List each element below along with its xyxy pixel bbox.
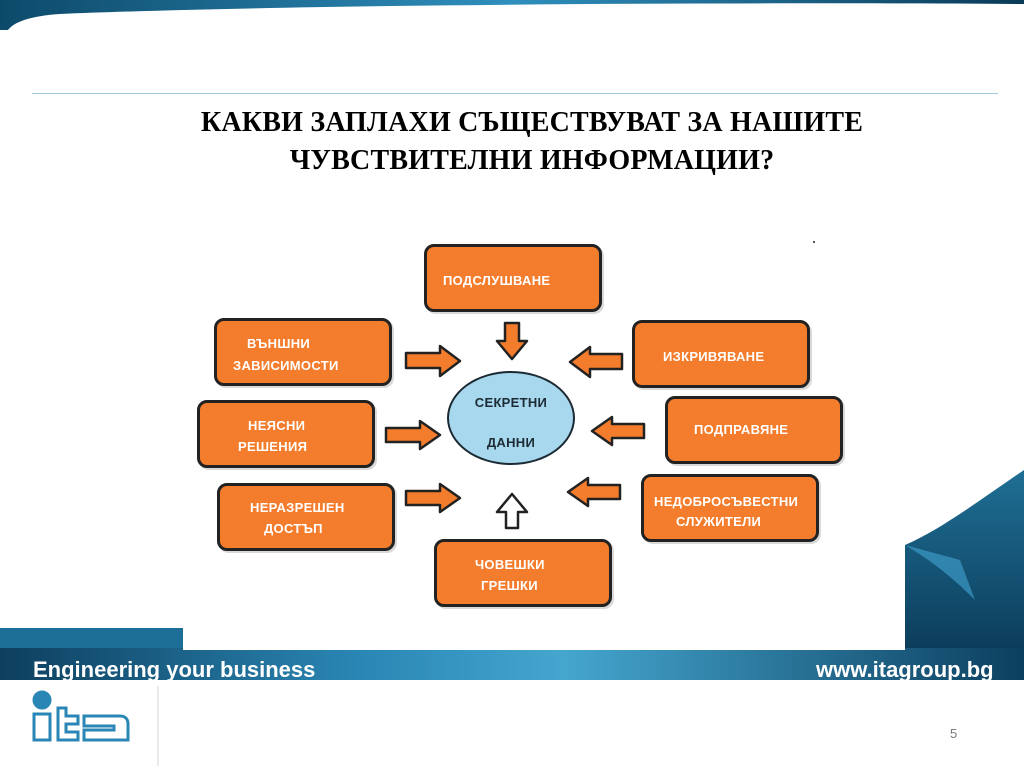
node-label: ИЗКРИВЯВАНЕ <box>663 349 765 364</box>
center-label-line-1: СЕКРЕТНИ <box>474 395 548 410</box>
node-label-line-1: НЕДОБРОСЪВЕСТНИ <box>654 494 799 509</box>
title-divider <box>32 93 998 94</box>
center-node-secret-data: СЕКРЕТНИ ДАННИ <box>447 371 575 465</box>
node-label-line-1: ЧОВЕШКИ <box>475 557 545 572</box>
node-human-errors: ЧОВЕШКИ ГРЕШКИ <box>434 539 612 607</box>
node-distortion: ИЗКРИВЯВАНЕ <box>632 320 810 388</box>
node-label: ПОДПРАВЯНЕ <box>694 422 789 437</box>
node-tampering: ПОДПРАВЯНЕ <box>665 396 843 464</box>
title-line-2: ЧУВСТВИТЕЛНИ ИНФОРМАЦИИ? <box>289 145 775 176</box>
node-label-line-2: ЗАВИСИМОСТИ <box>233 358 339 373</box>
node-label-line-2: РЕШЕНИЯ <box>238 439 308 454</box>
slide-title: КАКВИ ЗАПЛАХИ СЪЩЕСТВУВАТ ЗА НАШИТЕ ЧУВС… <box>100 104 964 180</box>
node-label: ПОДСЛУШВАНЕ <box>443 273 551 288</box>
footer-website: www.itagroup.bg <box>816 657 994 682</box>
node-unauthorized-access: НЕРАЗРЕШЕН ДОСТЪП <box>217 483 395 551</box>
page-number: 5 <box>950 726 958 741</box>
node-label-line-1: ВЪНШНИ <box>247 336 311 351</box>
ita-logo-icon <box>32 690 130 742</box>
node-label-line-2: ГРЕШКИ <box>481 578 538 593</box>
node-label-line-2: СЛУЖИТЕЛИ <box>676 514 762 529</box>
node-external-dependencies: ВЪНШНИ ЗАВИСИМОСТИ <box>214 318 392 386</box>
node-label-line-1: НЕРАЗРЕШЕН <box>250 500 345 515</box>
node-unclear-decisions: НЕЯСНИ РЕШЕНИЯ <box>197 400 375 468</box>
title-line-1: КАКВИ ЗАПЛАХИ СЪЩЕСТВУВАТ ЗА НАШИТЕ <box>200 107 864 138</box>
node-label-line-1: НЕЯСНИ <box>248 418 306 433</box>
node-eavesdropping: ПОДСЛУШВАНЕ <box>424 244 602 312</box>
footer-tagline: Engineering your business <box>33 657 316 682</box>
node-label-line-2: ДОСТЪП <box>264 521 323 536</box>
stray-dot <box>813 241 815 243</box>
node-dishonest-employees: НЕДОБРОСЪВЕСТНИ СЛУЖИТЕЛИ <box>641 474 819 542</box>
center-label-line-2: ДАННИ <box>486 435 536 450</box>
